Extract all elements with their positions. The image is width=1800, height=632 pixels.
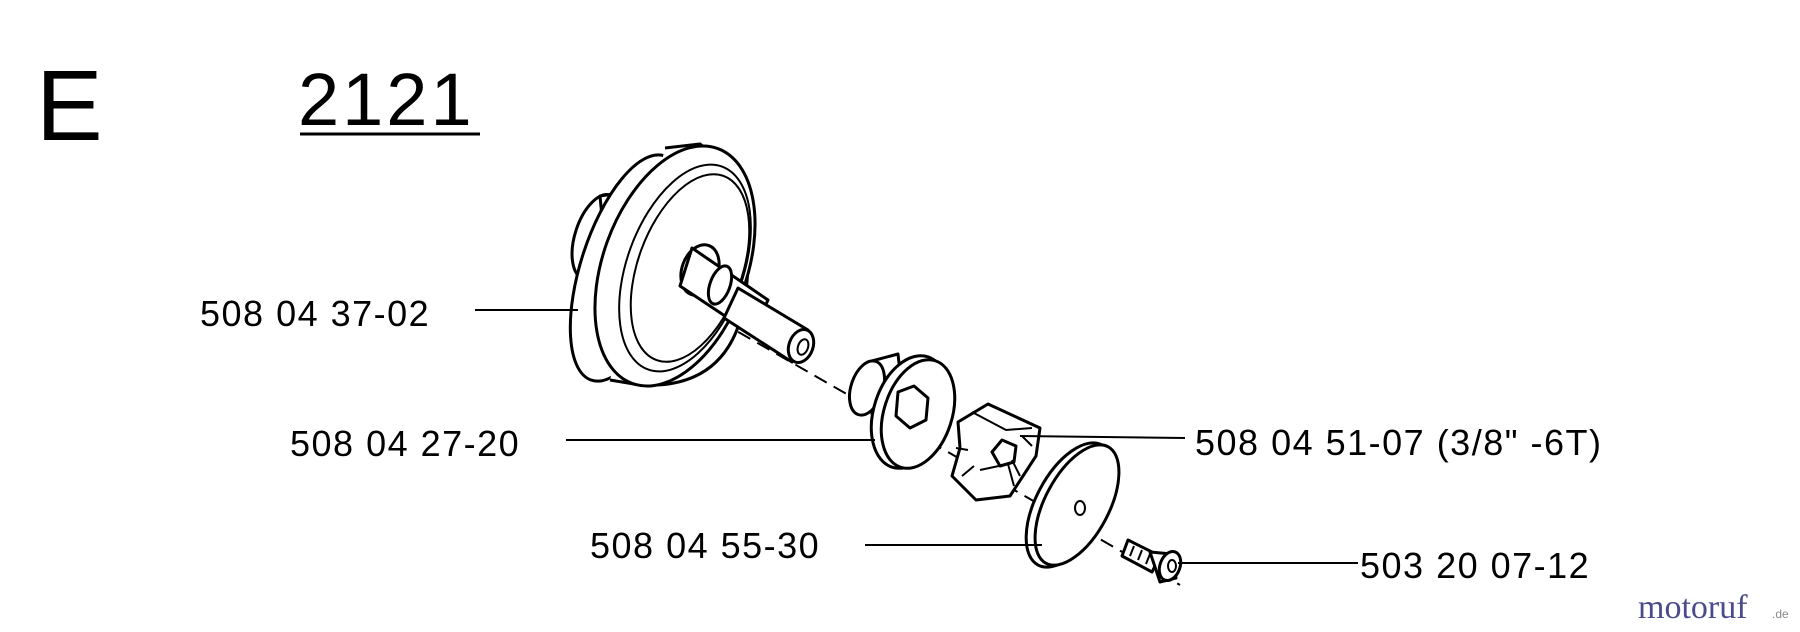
- watermark-logo: motoruf .de: [1638, 589, 1789, 626]
- watermark-text: motoruf: [1638, 589, 1748, 626]
- part-label: 508 04 27-20: [290, 423, 520, 464]
- rim-sprocket-drawing: [950, 402, 1042, 502]
- leader-line-part-3: [1019, 435, 1186, 439]
- part-label: 508 04 37-02: [200, 293, 430, 334]
- washer-disc-drawing: [1024, 441, 1121, 569]
- section-letter: E: [36, 50, 103, 162]
- drive-hub-drawing: [847, 352, 957, 470]
- model-number: 2121: [298, 58, 475, 141]
- watermark-suffix: .de: [1772, 607, 1789, 621]
- socket-screw-drawing: [1120, 538, 1183, 584]
- part-label: 503 20 07-12: [1360, 545, 1590, 586]
- clutch-drum-drawing: [568, 142, 816, 388]
- part-label: 508 04 55-30: [590, 525, 820, 566]
- part-label: 508 04 51-07 (3/8" -6T): [1195, 422, 1603, 463]
